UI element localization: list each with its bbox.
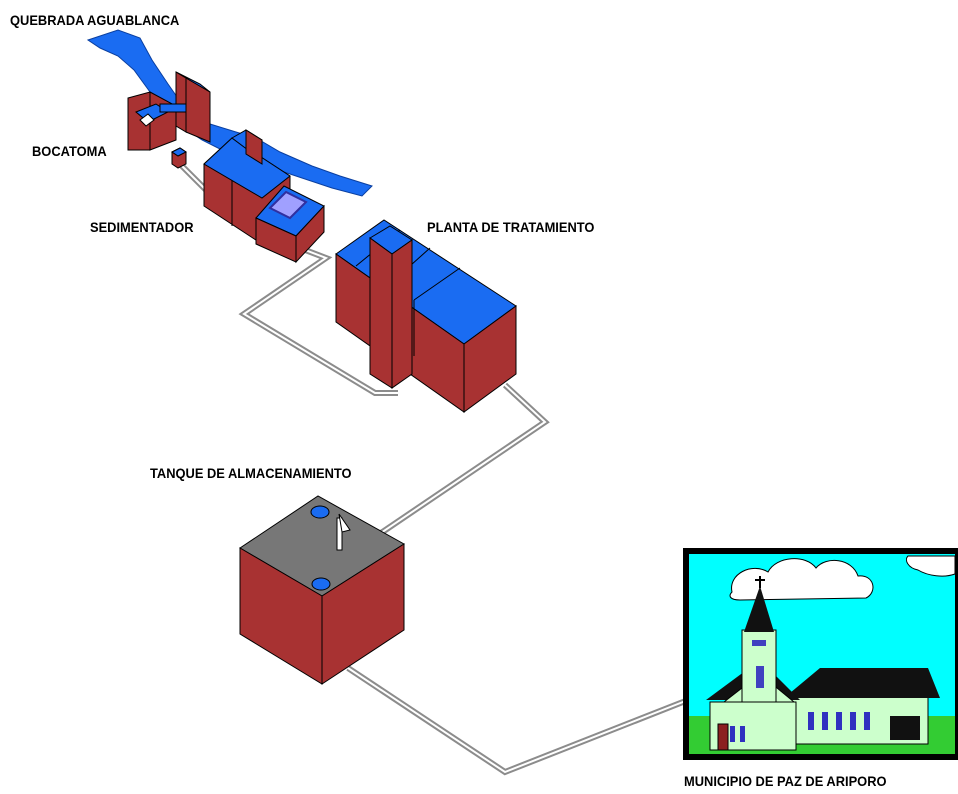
planta-structure bbox=[335, 219, 517, 413]
tanque-structure bbox=[239, 495, 405, 685]
sedimentador-structure bbox=[203, 129, 325, 264]
label-bocatoma: BOCATOMA bbox=[32, 143, 107, 159]
label-planta: PLANTA DE TRATAMIENTO bbox=[427, 219, 595, 235]
tank-hatch-bottom bbox=[311, 577, 331, 591]
bocatoma-structure bbox=[127, 71, 211, 169]
tank-hatch-top bbox=[310, 505, 330, 519]
label-municipio: MUNICIPIO DE PAZ DE ARIPORO bbox=[684, 773, 887, 789]
label-sedimentador: SEDIMENTADOR bbox=[90, 219, 194, 235]
label-tanque: TANQUE DE ALMACENAMIENTO bbox=[150, 465, 352, 481]
label-quebrada: QUEBRADA AGUABLANCA bbox=[10, 12, 180, 28]
municipio-picture bbox=[683, 548, 958, 760]
tank-vent-icon bbox=[336, 513, 351, 551]
pipes-inner bbox=[177, 161, 689, 774]
